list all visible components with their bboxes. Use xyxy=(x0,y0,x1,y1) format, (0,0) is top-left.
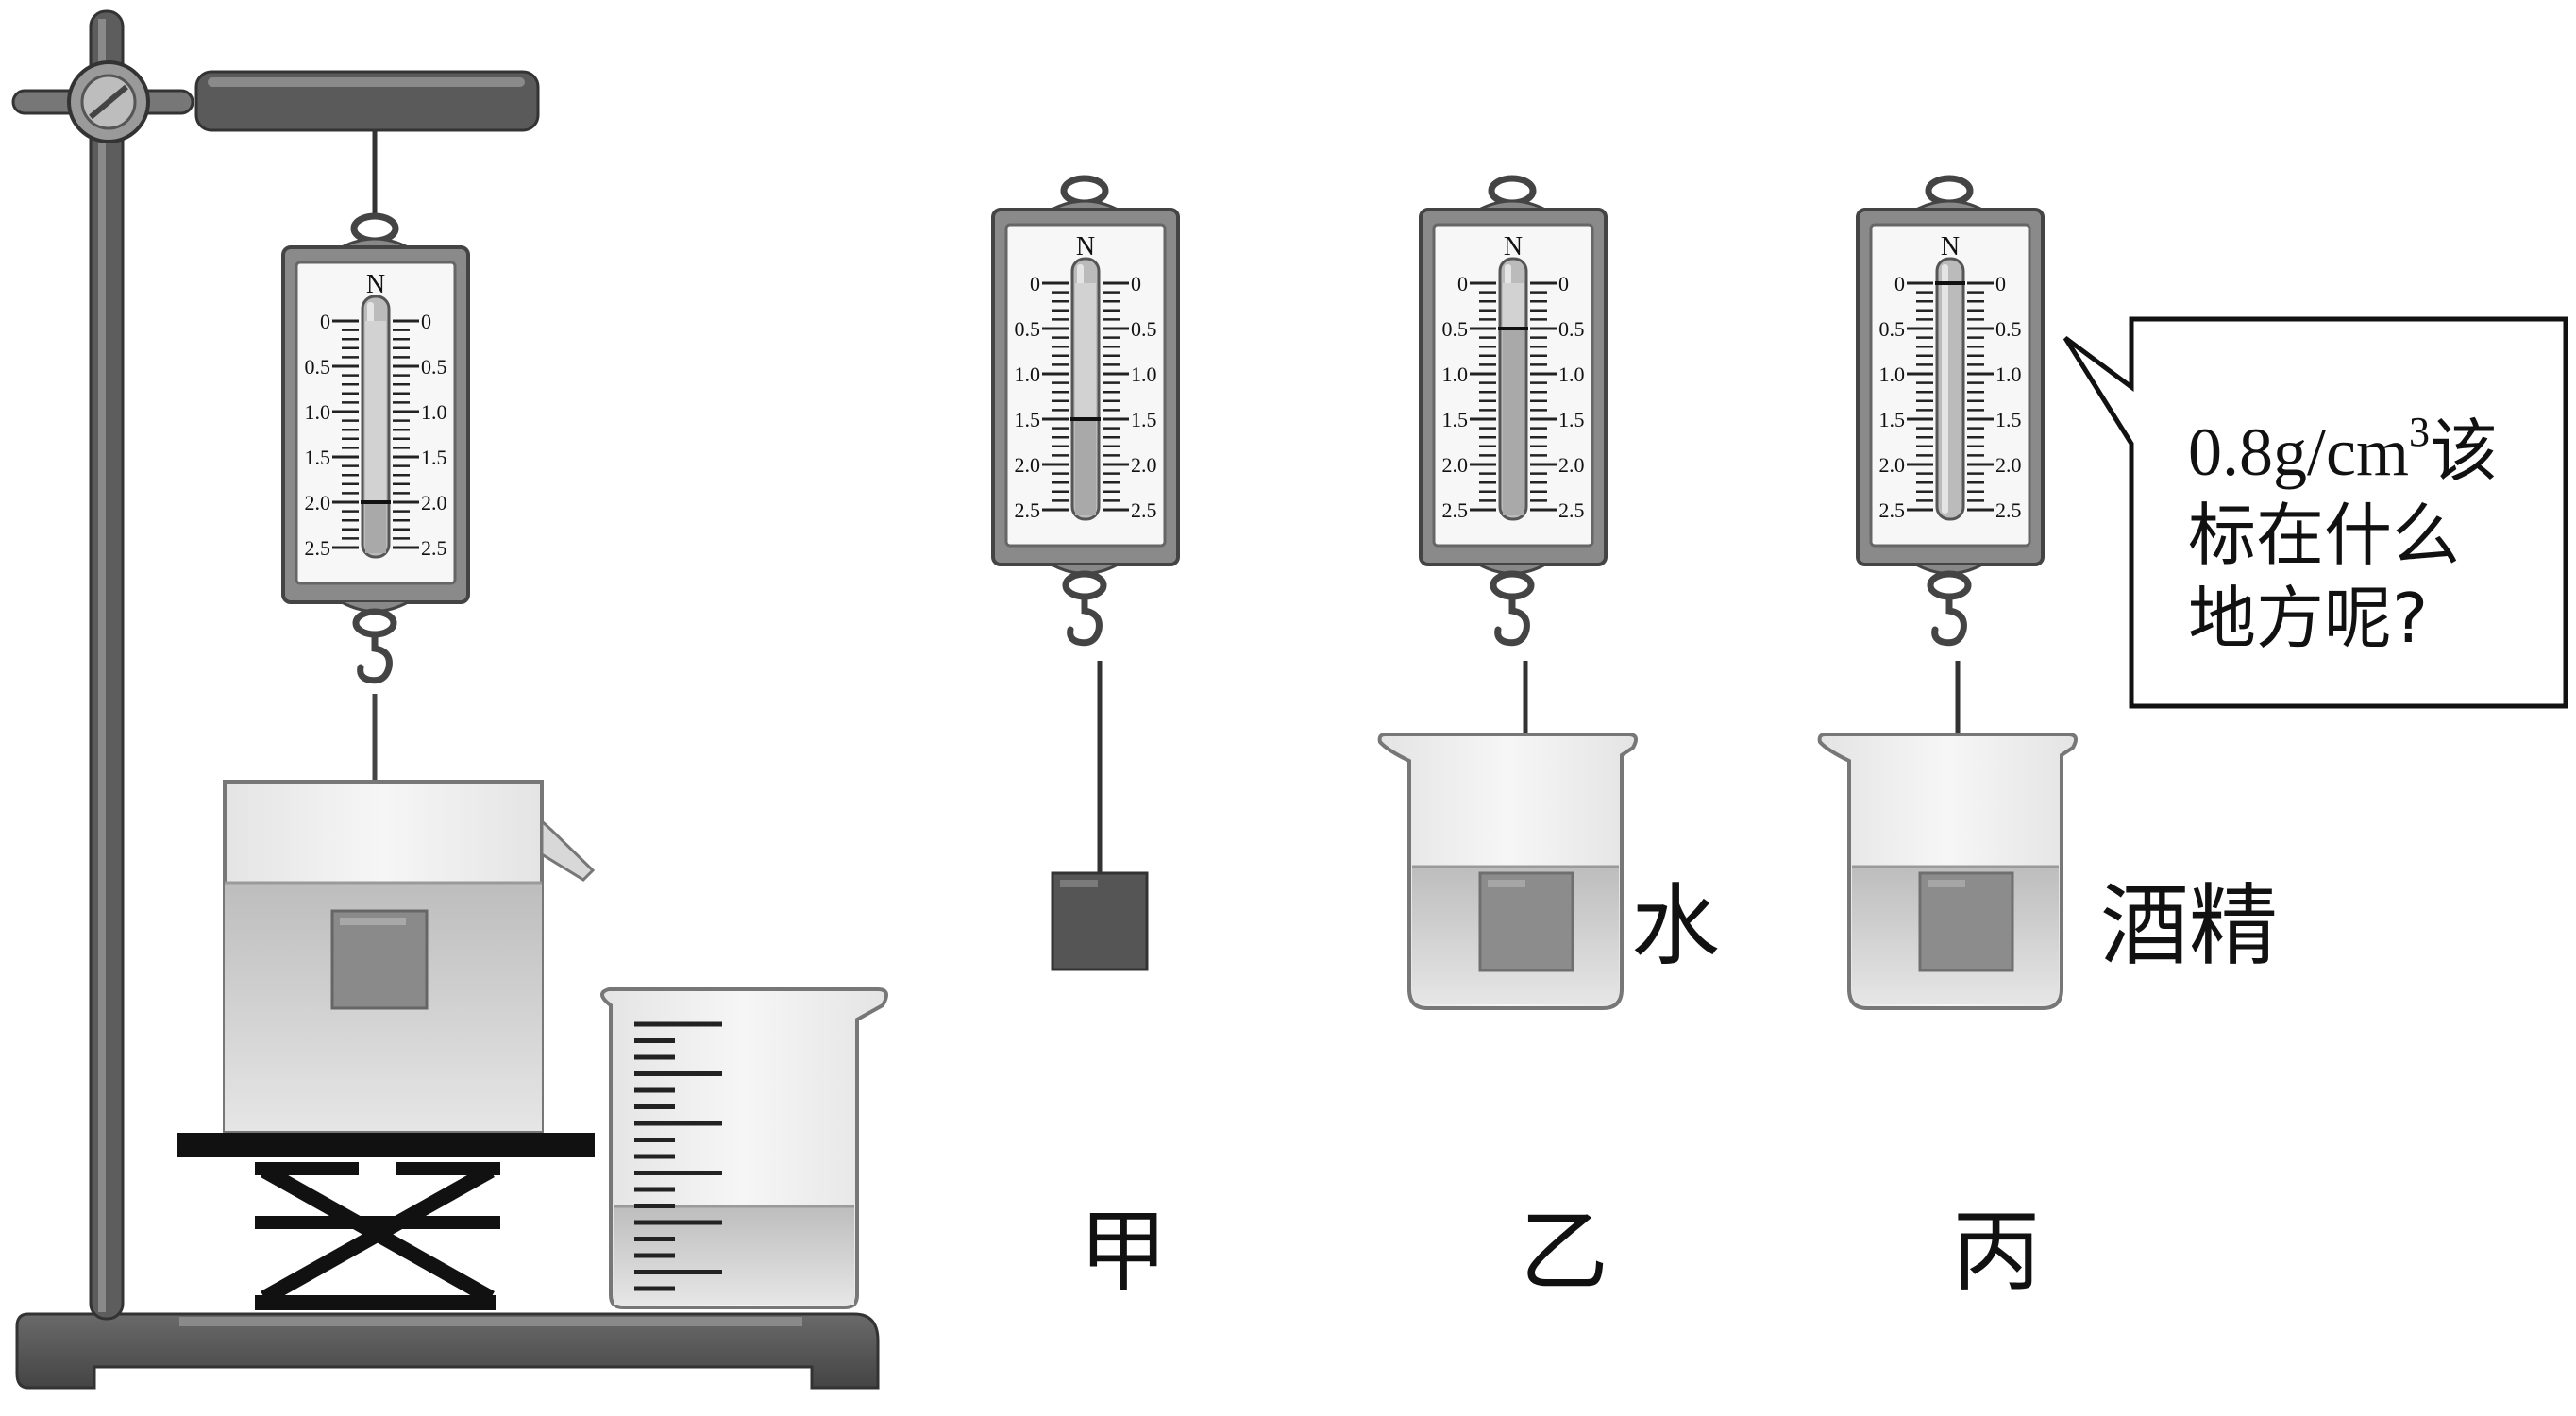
scale-tick-label: 1.5 xyxy=(1558,408,1585,431)
scale-unit-label: N xyxy=(1504,232,1523,261)
lab-jack xyxy=(177,1133,595,1310)
scale-tick-label: 1.5 xyxy=(1015,408,1041,431)
scale-tick-label: 0 xyxy=(1457,272,1468,295)
spring-scale-stand: N 0 0.5 1.0 1.5 2.0 2.5 0 0.5 1.0 1.5 2.0 2.5 xyxy=(281,212,470,684)
block-in-air xyxy=(1051,661,1149,971)
bubble-line-1-rest: 该 xyxy=(2429,412,2498,491)
scale-unit-label: N xyxy=(1076,232,1095,261)
scale-tick-label: 0 xyxy=(1558,272,1569,295)
scale-tick-label: 2.5 xyxy=(1995,498,2022,522)
measuring-beaker xyxy=(600,987,888,1309)
scale-tick-label: 2.0 xyxy=(305,491,331,514)
scale-tick-label: 2.0 xyxy=(1131,453,1157,477)
scale-tick-label: 0.5 xyxy=(421,355,447,379)
alcohol-beaker xyxy=(1817,661,2079,1010)
bubble-line-3: 地方呢? xyxy=(2188,579,2429,658)
bubble-text: 0.8g/cm3该 标在什么 地方呢? xyxy=(2188,396,2498,660)
spring-scale-bing: N 0 0.5 1.0 1.5 2.0 2.5 0 0.5 1.0 1.5 2.0 2.5 xyxy=(1856,175,2045,647)
scale-tick-label: 2.0 xyxy=(1995,453,2022,477)
spring-scale-jia: N 0 0.5 1.0 1.5 2.0 2.5 0 0.5 1.0 1.5 2.0 2.5 xyxy=(991,175,1180,647)
scale-tick-label: 0.5 xyxy=(1131,317,1157,341)
scale-tick-label: 0 xyxy=(1131,272,1141,295)
scale-unit-label: N xyxy=(1941,232,1960,261)
scale-tick-label: 2.5 xyxy=(1131,498,1157,522)
scale-tick-label: 1.5 xyxy=(1995,408,2022,431)
scale-tick-label: 2.0 xyxy=(1015,453,1041,477)
water-beaker xyxy=(1377,661,1639,1010)
density-exponent: 3 xyxy=(2408,409,2430,455)
spring-scale-yi: N 0 0.5 1.0 1.5 2.0 2.5 0 0.5 1.0 1.5 2.0 2.5 xyxy=(1419,175,1608,647)
scale-tick-label: 1.5 xyxy=(1131,408,1157,431)
scale-tick-label: 1.0 xyxy=(1131,362,1157,386)
iron-stand xyxy=(11,9,880,1390)
scale-tick-label: 1.0 xyxy=(1558,362,1585,386)
scale-tick-label: 0 xyxy=(1995,272,2006,295)
bubble-line-2: 标在什么 xyxy=(2188,496,2461,575)
scale-tick-label: 2.5 xyxy=(1442,498,1469,522)
scale-tick-label: 0.5 xyxy=(1995,317,2022,341)
scale-tick-label: 2.5 xyxy=(1558,498,1585,522)
label-yi: 乙 xyxy=(1520,1201,1609,1304)
scale-tick-label: 0.5 xyxy=(1558,317,1585,341)
scale-tick-label: 1.0 xyxy=(1995,362,2022,386)
scale-tick-label: 0 xyxy=(421,310,431,333)
label-alcohol: 酒精 xyxy=(2100,875,2279,978)
scale-tick-label: 2.0 xyxy=(1442,453,1469,477)
scale-tick-label: 2.0 xyxy=(421,491,447,514)
scale-tick-label: 2.0 xyxy=(1879,453,1906,477)
scale-tick-label: 1.0 xyxy=(1442,362,1469,386)
scale-tick-label: 1.0 xyxy=(1879,362,1906,386)
overflow-beaker xyxy=(223,780,596,1135)
beaker-graduations xyxy=(634,1021,722,1291)
label-bing: 丙 xyxy=(1952,1201,2042,1304)
scale-tick-label: 2.0 xyxy=(1558,453,1585,477)
density-value: 0.8g/cm xyxy=(2188,414,2409,490)
label-water: 水 xyxy=(1631,875,1721,978)
scale-tick-label: 0.5 xyxy=(1442,317,1469,341)
scale-tick-label: 2.5 xyxy=(305,536,331,560)
scale-tick-label: 0.5 xyxy=(1879,317,1906,341)
scale-tick-label: 0.5 xyxy=(305,355,331,379)
scale-tick-label: 1.0 xyxy=(421,400,447,424)
scale-tick-label: 1.5 xyxy=(1879,408,1906,431)
speech-bubble xyxy=(2062,316,2568,709)
label-jia: 甲 xyxy=(1079,1201,1169,1304)
scale-unit-label: N xyxy=(366,270,385,299)
scale-tick-label: 2.5 xyxy=(421,536,447,560)
scale-tick-label: 0 xyxy=(320,310,330,333)
scale-tick-label: 1.5 xyxy=(421,446,447,469)
scale-tick-label: 0.5 xyxy=(1015,317,1041,341)
scale-tick-label: 1.5 xyxy=(1442,408,1469,431)
scale-tick-label: 1.0 xyxy=(305,400,331,424)
scale-tick-label: 1.0 xyxy=(1015,362,1041,386)
scale-tick-label: 2.5 xyxy=(1015,498,1041,522)
scale-tick-label: 0 xyxy=(1030,272,1040,295)
bubble-line-1: 0.8g/cm3该 xyxy=(2188,396,2498,494)
scale-tick-label: 2.5 xyxy=(1879,498,1906,522)
scale-tick-label: 1.5 xyxy=(305,446,331,469)
scale-tick-label: 0 xyxy=(1894,272,1905,295)
